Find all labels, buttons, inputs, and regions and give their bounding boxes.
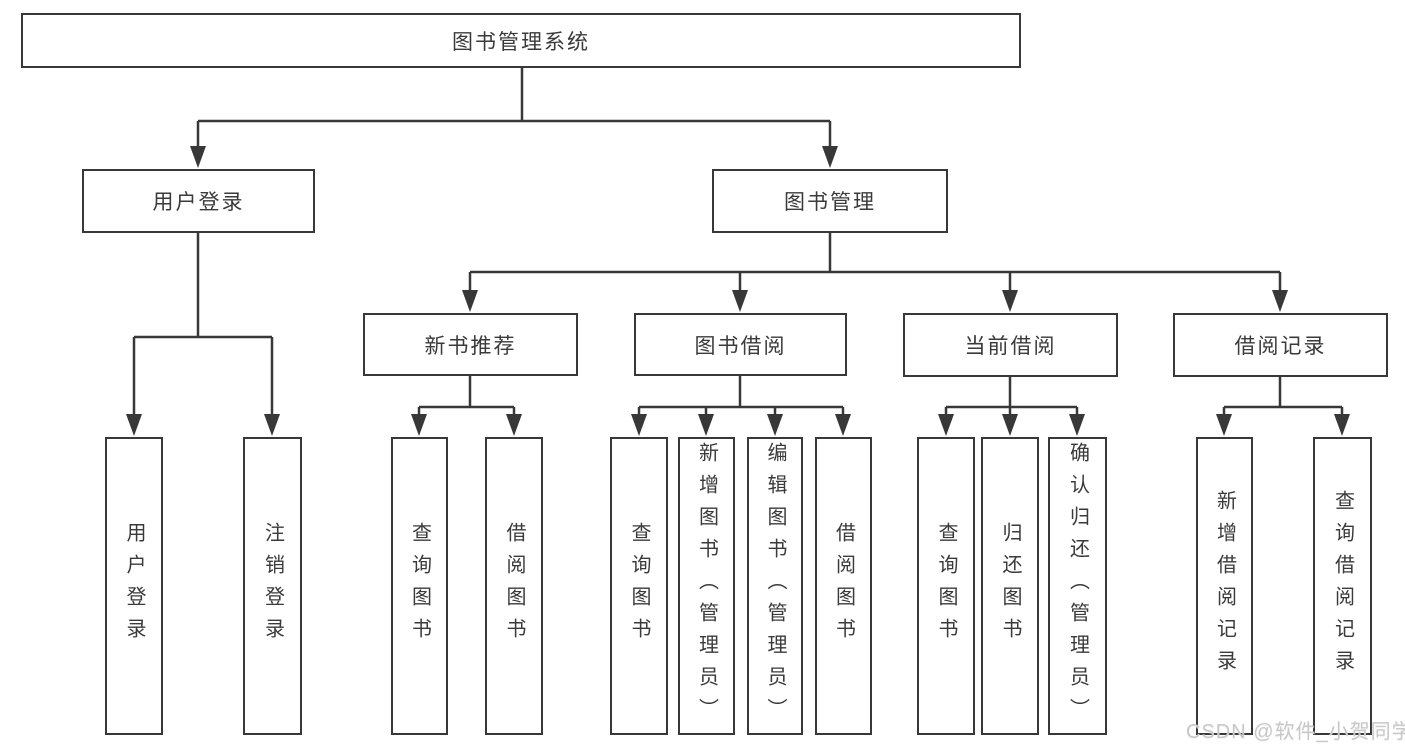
edge-newbooks-to-leaves [417,376,516,424]
leaf-bookborrow-borrow: 借阅图书 [815,437,872,735]
leaf-currentborrow-confirm-label: 确认归还（管理员） [1066,442,1089,730]
leaf-bookborrow-query-label: 查询图书 [628,522,650,650]
arrowheads-level2 [190,146,838,168]
edge-root-to-level2 [196,68,832,152]
leaf-bookborrow-edit-label: 编辑图书（管理员） [764,442,786,730]
leaf-currentborrow-query: 查询图书 [917,437,975,735]
node-borrow-records: 借阅记录 [1173,313,1388,377]
leaf-bookborrow-query: 查询图书 [610,437,668,735]
edge-userlogin-to-leaves [132,233,274,424]
leaf-newbooks-borrow-label: 借阅图书 [503,522,525,650]
leaf-records-add-label: 新增借阅记录 [1213,490,1236,682]
leaf-currentborrow-return: 归还图书 [981,437,1039,735]
leaf-bookborrow-add-label: 新增图书（管理员） [695,442,718,730]
leaf-currentborrow-confirm: 确认归还（管理员） [1048,437,1107,735]
node-root-label: 图书管理系统 [452,30,590,54]
leaf-bookborrow-edit: 编辑图书（管理员） [747,437,803,735]
leaf-bookborrow-add: 新增图书（管理员） [678,437,735,735]
leaf-logout: 注销登录 [243,437,302,735]
edge-bookmgmt-to-level3 [468,233,1282,296]
node-new-books: 新书推荐 [363,313,578,376]
node-new-books-label: 新书推荐 [424,334,517,358]
node-book-mgmt-label: 图书管理 [784,191,876,214]
leaf-currentborrow-query-label: 查询图书 [935,522,957,650]
leaf-logout-label: 注销登录 [261,522,284,650]
leaf-newbooks-query: 查询图书 [391,437,448,735]
node-book-mgmt: 图书管理 [712,169,948,233]
leaf-newbooks-query-label: 查询图书 [408,522,431,650]
leaf-records-query-label: 查询借阅记录 [1331,490,1354,682]
node-borrow-records-label: 借阅记录 [1234,335,1327,358]
leaf-user-login-label: 用户登录 [123,522,145,650]
leaf-records-add: 新增借阅记录 [1196,437,1253,735]
leaf-currentborrow-return-label: 归还图书 [999,522,1021,650]
leaf-user-login: 用户登录 [105,437,163,735]
leaf-newbooks-borrow: 借阅图书 [485,437,543,735]
node-root: 图书管理系统 [21,13,1021,68]
leaf-records-query: 查询借阅记录 [1313,437,1372,735]
node-current-borrow-label: 当前借阅 [964,335,1057,358]
leaf-bookborrow-borrow-label: 借阅图书 [832,522,855,650]
node-current-borrow: 当前借阅 [903,313,1118,377]
arrowheads-level3 [462,290,1288,312]
edge-bookborrow-to-leaves [637,376,845,424]
arrowheads-userlogin-leaves [126,414,280,436]
edge-borrowrecords-to-leaves [1222,377,1344,424]
node-user-login: 用户登录 [82,169,315,233]
node-book-borrow: 图书借阅 [634,313,847,376]
node-book-borrow-label: 图书借阅 [694,334,787,358]
csdn-watermark: CSDN @软件_小贺同学 [1186,721,1405,743]
node-user-login-label: 用户登录 [152,191,245,214]
arrowheads-leaves [411,414,1350,436]
